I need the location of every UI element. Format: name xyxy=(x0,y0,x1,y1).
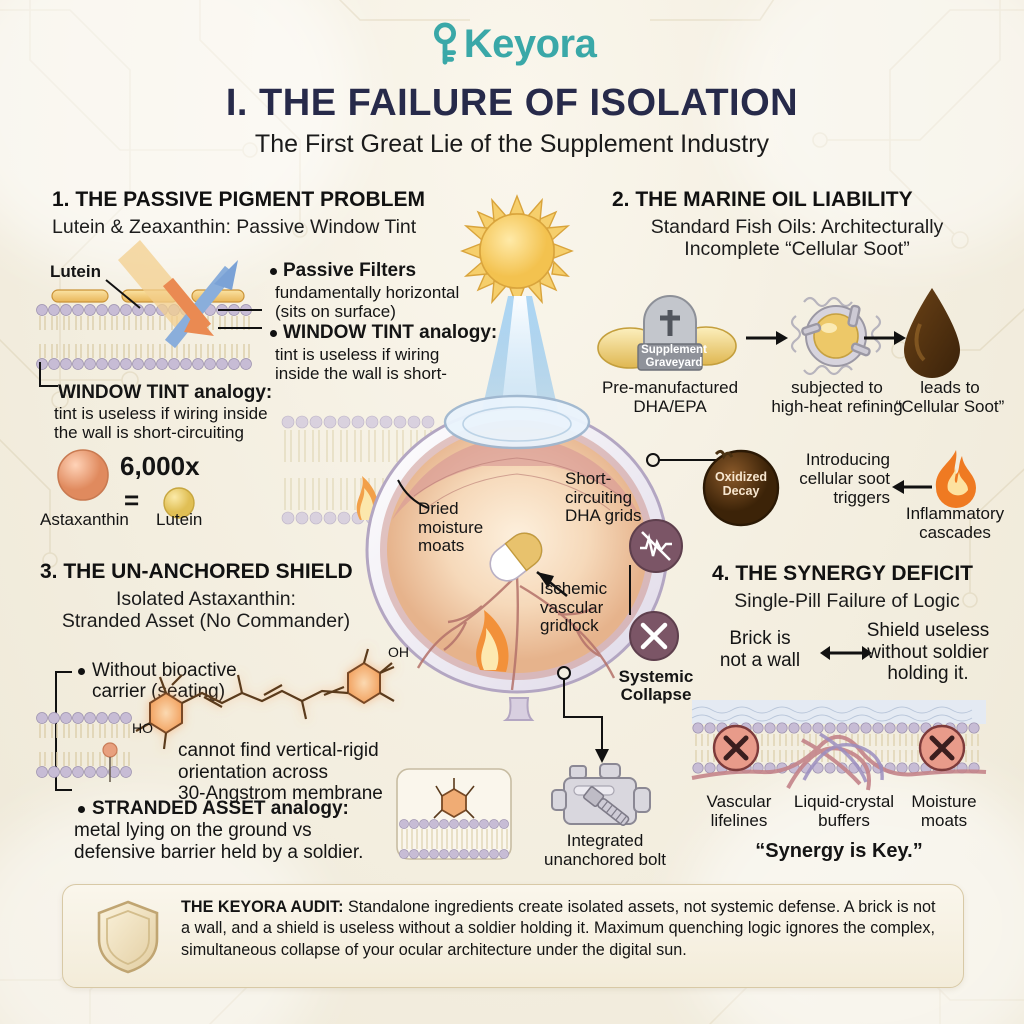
lutein-leader-line xyxy=(105,279,141,309)
decay-text: Introducing cellular soot triggers xyxy=(799,450,890,508)
s4-membrane-label-2: Moisture moats xyxy=(911,792,977,831)
section-3-subheading: Isolated Astaxanthin: Stranded Asset (No… xyxy=(61,588,351,632)
s3-bullet-bottom-title: STRANDED ASSET analogy: xyxy=(92,798,349,819)
shield-icon xyxy=(97,900,159,974)
s1-bullet2-body: tint is useless if wiring inside the wal… xyxy=(275,345,447,384)
label-systemic-collapse: Systemic Collapse xyxy=(618,667,694,705)
lutein-label: Lutein xyxy=(50,262,101,281)
s3-mid-text: cannot find vertical-rigid orientation a… xyxy=(178,740,383,805)
section-2-heading: 2. THE MARINE OIL LIABILITY xyxy=(612,188,913,211)
label-dried-moisture-moats: Dried moisture moats xyxy=(418,499,484,556)
flame-caption: Inflammatory cascades xyxy=(905,504,1005,543)
light-ray-arrows xyxy=(118,240,238,349)
label-ischemic-gridlock: Ischemic vascular gridlock xyxy=(540,579,608,636)
key-icon xyxy=(433,22,456,65)
eye-cross-section-icon xyxy=(365,394,669,721)
s3-bracket xyxy=(55,671,72,791)
section-4-subheading: Single-Pill Failure of Logic xyxy=(734,590,960,612)
potency-multiplier: 6,000x xyxy=(120,451,200,481)
brand-logo: Keyora xyxy=(0,22,1024,66)
flow-step-3-caption: leads to “Cellular Soot” xyxy=(895,378,1005,417)
s4-left-text: Brick is not a wall xyxy=(719,628,801,671)
s1-bullet1-body: fundamentally horizontal (sits on surfac… xyxy=(275,283,460,322)
flow-arrow-1 xyxy=(746,331,788,345)
molecule-oh-label: OH xyxy=(388,644,409,660)
page-title: I. THE FAILURE OF ISOLATION xyxy=(225,82,799,124)
section-4-heading: 4. THE SYNERGY DEFICIT xyxy=(712,562,973,585)
s4-double-arrow xyxy=(820,646,872,660)
flow-step-2-caption: subjected to high-heat refining xyxy=(771,378,903,417)
dried-moats-leader xyxy=(397,479,429,509)
systemic-collapse-badge[interactable] xyxy=(628,610,680,662)
s1-bullet1-leader xyxy=(218,309,262,311)
astaxanthin-sphere-icon xyxy=(57,449,109,501)
gravestone-icon xyxy=(597,295,737,371)
membrane-inset-box xyxy=(396,768,512,860)
potency-right-label: Lutein xyxy=(156,510,203,529)
s4-right-text: Shield useless without soldier holding i… xyxy=(866,620,990,685)
potency-equals: = xyxy=(124,485,140,515)
s1-callout-body: tint is useless if wiring inside the wal… xyxy=(54,404,268,443)
oil-droplet-icon xyxy=(904,288,960,378)
s4-membrane-label-1: Liquid-crystal buffers xyxy=(793,792,895,831)
bilayer-s3 xyxy=(36,712,132,782)
astaxanthin-molecule-icon: OH HO xyxy=(132,644,409,750)
short-circuit-badge[interactable] xyxy=(628,518,684,574)
s1-callout-title: WINDOW TINT analogy: xyxy=(58,382,273,403)
engine-bolt-icon xyxy=(551,763,651,826)
graveyard-badge: Supplement Graveyard xyxy=(641,344,707,369)
synergy-membrane-illustration xyxy=(691,700,987,791)
inflammatory-arrow xyxy=(892,480,932,494)
section-3-heading: 3. THE UN-ANCHORED SHIELD xyxy=(40,560,353,583)
label-short-circuiting-dha: Short- circuiting DHA grids xyxy=(565,469,642,526)
flame-icon xyxy=(935,450,976,508)
molecule-ho-label: HO xyxy=(132,720,153,736)
decay-badge-label: Oxidized Decay xyxy=(714,470,768,499)
audit-label: THE KEYORA AUDIT: xyxy=(181,898,344,916)
audit-banner: THE KEYORA AUDIT: Standalone ingredients… xyxy=(62,884,964,988)
s1-bullet1-dot xyxy=(270,268,277,275)
s4-membrane-label-0: Vascular lifelines xyxy=(706,792,772,831)
label-integrated-unanchored-bolt: Integrated unanchored bolt xyxy=(544,831,666,869)
lutein-sphere-icon xyxy=(163,487,195,519)
badge-link-line xyxy=(629,565,631,615)
potency-left-label: Astaxanthin xyxy=(40,510,129,529)
sun-icon xyxy=(460,194,574,308)
s3-bullet-top-dot xyxy=(78,668,85,675)
section-2-subheading: Standard Fish Oils: Architecturally Inco… xyxy=(650,216,944,260)
section-1-subheading: Lutein & Zeaxanthin: Passive Window Tint xyxy=(52,216,417,238)
s1-bullet2-leader xyxy=(218,327,262,329)
s4-tagline: “Synergy is Key.” xyxy=(755,840,923,862)
s1-bullet2-dot xyxy=(270,330,277,337)
audit-body: Standalone ingredients create isolated a… xyxy=(181,898,936,959)
s1-bullet2-title: WINDOW TINT analogy: xyxy=(283,322,498,343)
s3-bullet-bottom-body: metal lying on the ground vs defensive b… xyxy=(74,820,364,863)
audit-text: THE KEYORA AUDIT: Standalone ingredients… xyxy=(181,897,941,961)
page-subtitle: The First Great Lie of the Supplement In… xyxy=(254,130,770,158)
engine-connector xyxy=(557,666,609,763)
s1-callout-bracket xyxy=(39,362,58,387)
refining-capsule-icon xyxy=(790,296,882,376)
s3-bullet-bottom-dot xyxy=(78,806,85,813)
s1-bullet1-title: Passive Filters xyxy=(283,260,417,281)
flow-arrow-2 xyxy=(864,331,906,345)
brand-name: Keyora xyxy=(463,22,597,66)
section-1-heading: 1. THE PASSIVE PIGMENT PROBLEM xyxy=(52,188,425,211)
flow-step-1-caption: Pre-manufactured DHA/EPA xyxy=(601,378,739,417)
oxidized-decay-badge[interactable] xyxy=(700,446,782,528)
